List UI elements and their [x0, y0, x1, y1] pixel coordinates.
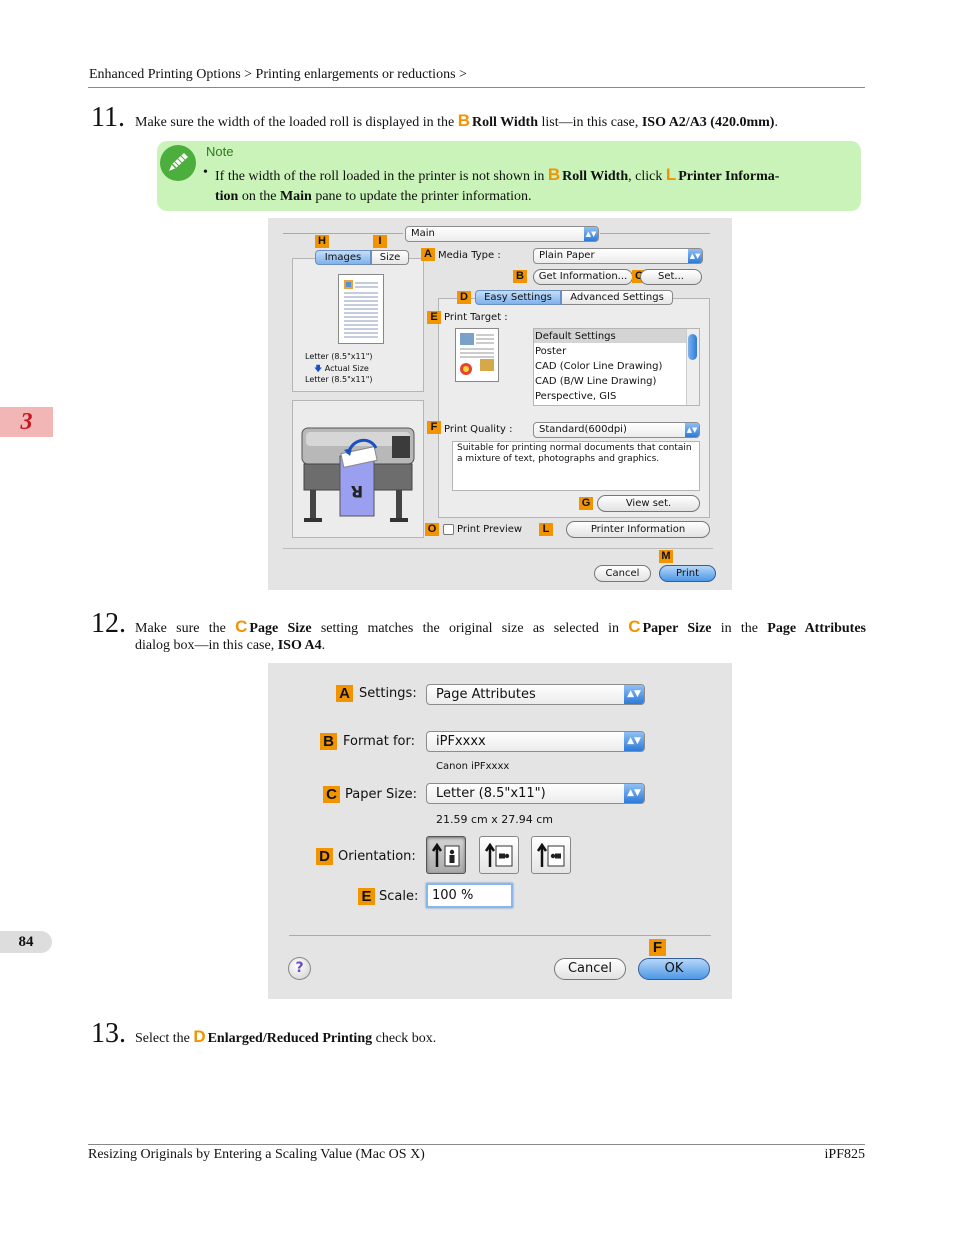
- size-from: Letter (8.5"x11"): [305, 352, 373, 361]
- svg-text:R: R: [351, 482, 363, 501]
- label-F: F: [427, 421, 441, 434]
- paper-size-popup[interactable]: Letter (8.5"x11")▲▼: [426, 783, 645, 804]
- help-icon[interactable]: ?: [288, 957, 311, 980]
- print-preview-checkbox[interactable]: [443, 524, 454, 535]
- label-G: G: [579, 497, 593, 510]
- pencil-note-icon: [160, 145, 196, 181]
- print-target-item[interactable]: Perspective, GIS: [535, 391, 617, 402]
- label-D: D: [316, 848, 333, 865]
- media-type-popup[interactable]: Plain Paper▲▼: [533, 248, 703, 264]
- print-target-item[interactable]: Poster: [535, 346, 567, 357]
- printer-information-button[interactable]: Printer Information: [566, 521, 710, 538]
- orientation-landscape-left-button[interactable]: [479, 836, 519, 874]
- label-E: E: [358, 888, 375, 905]
- landscape-left-orientation-icon: [484, 842, 513, 867]
- down-arrow-icon: 🡇 Actual Size: [314, 364, 369, 373]
- print-target-item[interactable]: CAD (B/W Line Drawing): [535, 376, 657, 387]
- print-preview-label: Print Preview: [457, 524, 523, 535]
- label-A: A: [421, 248, 435, 261]
- chapter-tab: [0, 407, 53, 437]
- page-preview-thumbnail: [338, 274, 384, 344]
- label-O: O: [425, 523, 439, 536]
- print-quality-popup[interactable]: Standard(600dpi)▲▼: [533, 422, 700, 438]
- label-D: D: [457, 291, 471, 304]
- size-to: Letter (8.5"x11"): [305, 375, 373, 384]
- note-label: Note: [206, 144, 234, 159]
- orientation-label: Orientation:: [338, 849, 416, 864]
- paper-size-label: Paper Size:: [345, 787, 418, 802]
- label-F: F: [649, 939, 666, 956]
- set-button[interactable]: Set...: [640, 269, 702, 285]
- page-number-tab: [0, 931, 52, 953]
- tab-images[interactable]: Images: [315, 250, 371, 265]
- scale-label: Scale:: [379, 889, 419, 904]
- cancel-button[interactable]: Cancel: [554, 958, 626, 980]
- print-target-item[interactable]: CAD (Color Line Drawing): [535, 361, 663, 372]
- tab-advanced-settings[interactable]: Advanced Settings: [561, 290, 673, 305]
- footer-rule: [88, 1144, 865, 1145]
- paper-size-dimensions: 21.59 cm x 27.94 cm: [436, 813, 554, 826]
- orientation-portrait-button[interactable]: [426, 836, 466, 874]
- view-set-button[interactable]: View set.: [597, 495, 700, 512]
- format-for-popup[interactable]: iPFxxxx▲▼: [426, 731, 645, 752]
- footer-model-name: iPF825: [824, 1147, 865, 1162]
- header-rule: [88, 87, 865, 88]
- print-target-thumbnail: [455, 328, 499, 382]
- tab-size[interactable]: Size: [371, 250, 409, 265]
- pane-popup[interactable]: Main▲▼: [405, 226, 599, 242]
- settings-label: Settings:: [359, 686, 417, 701]
- format-for-label: Format for:: [343, 734, 415, 749]
- cancel-button[interactable]: Cancel: [594, 565, 651, 582]
- chapter-number: 3: [20, 409, 33, 435]
- description-text: Suitable for printing normal documents t…: [457, 443, 692, 464]
- note-text: If the width of the roll loaded in the p…: [215, 165, 780, 204]
- step-11-number: 11.: [91, 102, 125, 133]
- footer-section-title: Resizing Originals by Entering a Scaling…: [88, 1147, 425, 1162]
- print-target-selected: [534, 329, 686, 343]
- media-type-label: Media Type :: [438, 250, 501, 261]
- portrait-orientation-icon: [431, 842, 460, 867]
- ok-button[interactable]: OK: [638, 958, 710, 980]
- print-quality-label: Print Quality :: [444, 424, 513, 435]
- print-button[interactable]: Print: [659, 565, 716, 582]
- print-target-label: Print Target :: [444, 312, 508, 323]
- page-number: 84: [18, 934, 34, 950]
- label-A: A: [336, 685, 353, 702]
- breadcrumb: Enhanced Printing Options > Printing enl…: [89, 67, 467, 82]
- label-M: M: [659, 550, 673, 563]
- label-C: C: [323, 786, 340, 803]
- printer-icon: R: [296, 410, 420, 532]
- tab-easy-settings[interactable]: Easy Settings: [475, 290, 561, 305]
- step-12-text-line2: dialog box—in this case, ISO A4.: [135, 638, 326, 653]
- label-B: B: [320, 733, 337, 750]
- format-for-printer-name: Canon iPFxxxx: [436, 761, 510, 772]
- scale-input[interactable]: 100 %: [426, 883, 513, 908]
- step-11-text: Make sure the width of the loaded roll i…: [135, 111, 778, 130]
- label-B: B: [513, 270, 527, 283]
- get-information-button[interactable]: Get Information...: [533, 269, 633, 285]
- note-bullet: •: [203, 165, 208, 180]
- settings-popup[interactable]: Page Attributes▲▼: [426, 684, 645, 705]
- orientation-landscape-right-button[interactable]: [531, 836, 571, 874]
- label-E: E: [427, 311, 441, 324]
- scrollbar-thumb[interactable]: [688, 334, 697, 360]
- note-box: [157, 141, 861, 211]
- label-I: I: [373, 235, 387, 248]
- label-L: L: [539, 523, 553, 536]
- description-box: [452, 441, 700, 491]
- landscape-right-orientation-icon: [536, 842, 565, 867]
- print-target-item[interactable]: Default Settings: [535, 331, 616, 342]
- label-H: H: [315, 235, 329, 248]
- step-12-number: 12.: [91, 608, 126, 639]
- step-13-number: 13.: [91, 1018, 126, 1049]
